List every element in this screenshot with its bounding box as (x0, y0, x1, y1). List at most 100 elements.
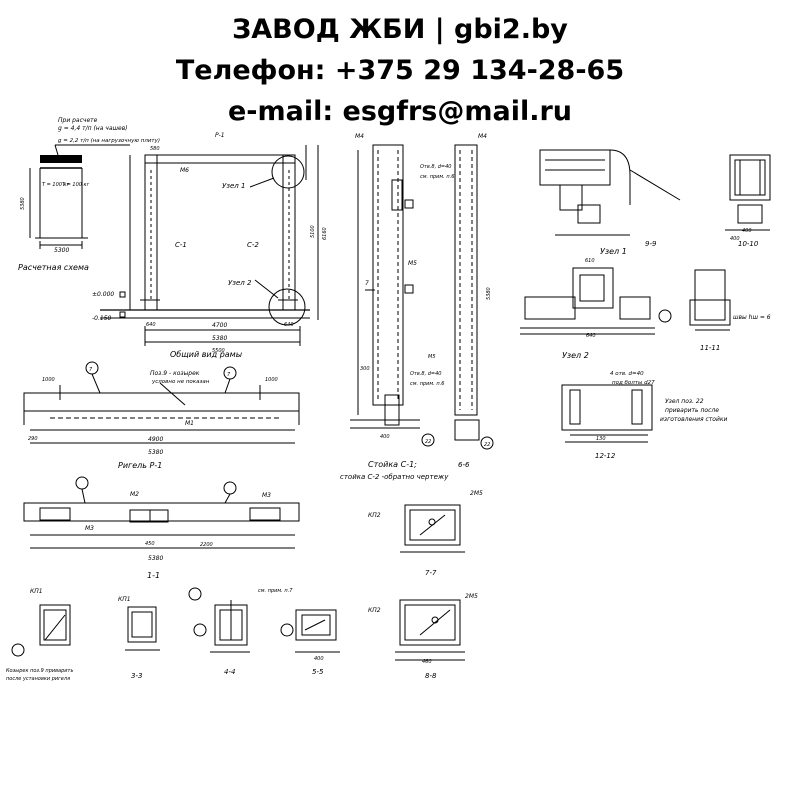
sec11-caption: 1-1 (147, 571, 160, 580)
d460: 460 (422, 659, 432, 665)
weld-note: швы hш = 6 (733, 314, 771, 321)
gm5a: 2М5 (470, 490, 483, 497)
column-sec66: 6-6 (458, 461, 470, 469)
bolts-note: под болты d27 (612, 380, 655, 386)
sec11-m3b: М3 (262, 492, 271, 499)
node2-caption: Узел 2 (562, 351, 589, 360)
frame-4700: 4700 (212, 322, 227, 329)
d400c: 400 (730, 236, 740, 242)
frame-5380: 5380 (212, 335, 227, 342)
d400b: 400 (314, 656, 324, 662)
frame-c2: С-2 (247, 241, 259, 249)
column-300: 300 (360, 366, 370, 372)
column-5380: 5380 (486, 287, 492, 300)
node1-detail (520, 267, 672, 335)
column-caption2: стойка С-2 -обратно чертежу (340, 473, 449, 481)
kozyrek-note1: Козырек поз.9 приварить (6, 668, 73, 674)
calc-note2: g = 4,4 т/п (на чашев) (58, 125, 128, 132)
sec11-pos7b (223, 481, 237, 495)
header: ЗАВОД ЖБИ | gbi2.by Телефон: +375 29 134… (0, 0, 800, 130)
frame-node1: Узел 1 (222, 182, 245, 190)
column-pos22b-label: 22 (484, 442, 490, 448)
email-line: e-mail: esgfrs@mail.ru (227, 96, 573, 127)
frame-elev-150: -0.150 (92, 315, 112, 322)
frame-c1: С-1 (175, 241, 187, 249)
kozyrek-note2: после установки ригеля (6, 676, 70, 682)
sec44-caption: 4-4 (224, 668, 235, 676)
section-3-3 (125, 606, 160, 651)
section-12-12 (561, 384, 653, 443)
beam-4900: 4900 (148, 436, 163, 443)
sec11-m2: М2 (130, 491, 139, 498)
frame-5500: 5500 (212, 348, 225, 354)
calc-note3: g = 2,2 т/п (на нагрузочную плиту) (58, 138, 160, 144)
sec1010-caption: 10-10 (738, 240, 759, 248)
frame-6160: 6160 (322, 227, 328, 240)
column-m4a: М4 (355, 133, 364, 140)
frame-580: 580 (150, 146, 160, 152)
column-rebar-a: Отв.8, d=40 (420, 164, 451, 170)
frame-node2: Узел 2 (228, 279, 252, 287)
column-pos22b (480, 436, 494, 450)
section-1-1 (23, 476, 300, 549)
column-rebar-b: Отв.8, d=40 (410, 371, 441, 377)
node1-pos22 (658, 309, 672, 323)
holes-note: 4 отв. d=40 (610, 371, 644, 377)
beam-pos7b-label: 7 (227, 372, 231, 378)
beam-view (23, 361, 300, 444)
beam-1000b: 1000 (265, 377, 278, 383)
detail-9-9 (539, 149, 681, 236)
calc-height: 5380 (20, 197, 26, 210)
sec11-5380: 5380 (148, 555, 163, 562)
frame-elev-0: ±0.000 (92, 291, 114, 298)
frame-view (100, 145, 319, 346)
sec11-450: 450 (145, 541, 155, 547)
section-5-5 (280, 609, 340, 653)
d640: 640 (586, 333, 596, 339)
sec1111-caption: 11-11 (700, 344, 720, 352)
kp1b: КП1 (118, 596, 131, 603)
kp2b: КП2 (368, 607, 381, 614)
sec77-caption: 7-7 (425, 569, 437, 577)
frame-m6: М6 (180, 167, 189, 174)
column-view (350, 144, 494, 450)
calc-t-right: T = 100 кг (62, 182, 90, 188)
sec33-caption: 3-3 (131, 672, 142, 680)
section-11-11 (689, 269, 731, 331)
beam-caption: Ригель Р-1 (118, 461, 162, 470)
calc-scheme (29, 144, 130, 249)
gm5b: 2М5 (465, 593, 478, 600)
sec99-caption: 9-9 (645, 240, 657, 248)
column-pos22a-label: 22 (425, 439, 431, 445)
load-bar (40, 155, 82, 163)
section-4-4 (188, 587, 250, 653)
node2-circle (268, 288, 306, 326)
beam-pos9b: условно не показан (151, 379, 210, 385)
phone-line: Телефон: +375 29 134-28-65 (175, 55, 625, 86)
kp2a: КП2 (368, 512, 381, 519)
note7: см. прим. п.7 (258, 588, 293, 594)
frame-r1: Р-1 (215, 132, 225, 139)
company-title: ЗАВОД ЖБИ | gbi2.by (232, 14, 568, 45)
column-note-b: см. прим. п.6 (410, 381, 444, 387)
frame-640-left: 640 (146, 322, 156, 328)
frame-caption: Общий вид рамы (170, 350, 242, 359)
beam-pos7a-label: 7 (89, 367, 93, 373)
column-m4b: М4 (478, 133, 487, 140)
detail-10-10 (725, 154, 771, 231)
sec11-m3a: М3 (85, 525, 94, 532)
calc-caption: Расчетная схема (18, 263, 89, 272)
section-kp1 (11, 604, 71, 657)
column-caption: Стойка С-1; (368, 460, 417, 469)
column-pos7: 7 (365, 280, 369, 287)
column-note-a: см. прим. п.6 (420, 174, 454, 180)
section-8-8 (395, 599, 465, 661)
frame-5100: 5100 (310, 225, 316, 238)
sec11-pos7a (75, 476, 89, 490)
calc-span: 5300 (54, 247, 69, 254)
column-pos22a (421, 433, 435, 447)
sec55-caption: 5-5 (312, 668, 324, 676)
column-m5: М5 (408, 260, 417, 267)
frame-640-right: 640 (284, 322, 294, 328)
